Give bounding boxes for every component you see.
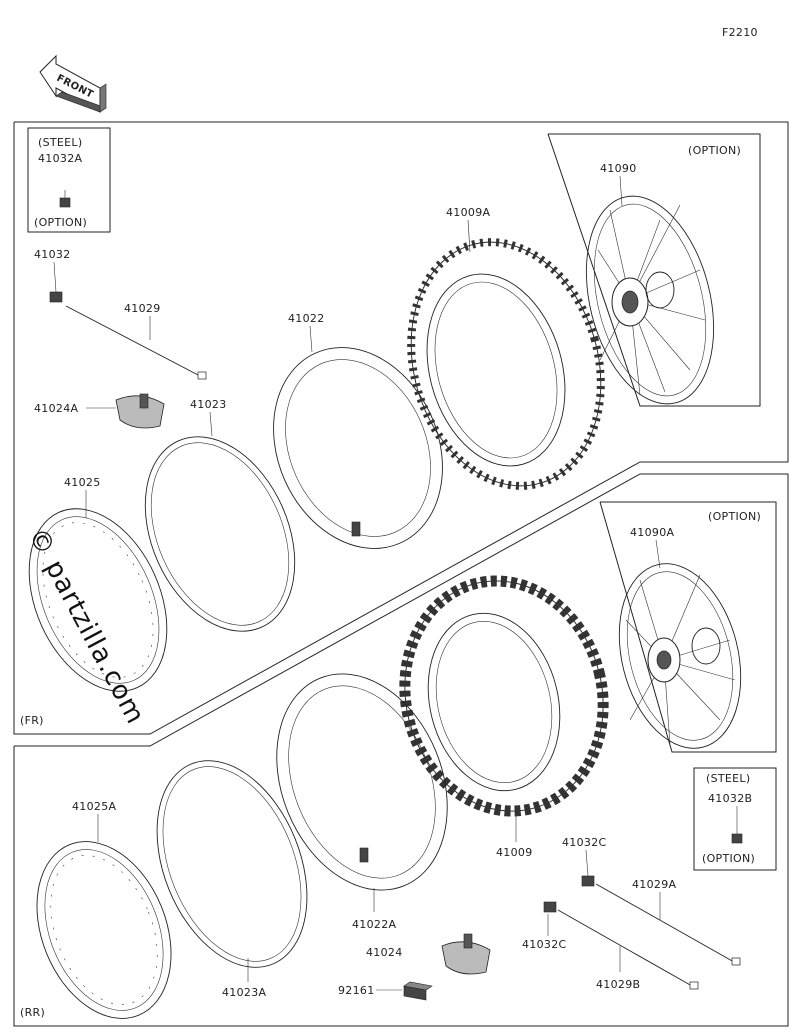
part-label-41025: 41025 [64, 476, 101, 489]
part-label-41024: 41024 [366, 946, 403, 959]
part-label-41029B: 41029B [596, 978, 640, 991]
front-arrow-icon: FRONT [39, 54, 107, 113]
part-label-41032C-bottom: 41032C [522, 938, 566, 951]
valve-cap-icon [731, 806, 743, 844]
part-label-41029: 41029 [124, 302, 161, 315]
front-section-frame [13, 121, 789, 735]
steel-box-title: (STEEL) [38, 136, 82, 149]
rear-steel-box-note: (OPTION) [702, 852, 755, 865]
part-label-41009: 41009 [496, 846, 533, 859]
valve-cap-icon [581, 875, 595, 887]
rear-section-label: (RR) [20, 1006, 45, 1019]
front-section-label: (FR) [20, 714, 44, 727]
part-label-41025A: 41025A [72, 800, 116, 813]
rear-rim-icon [36, 841, 172, 1019]
valve-cap-icon [543, 901, 557, 913]
rim-band-icon [144, 436, 296, 632]
rear-wheel-box-part: 41090A [630, 526, 674, 539]
rear-steel-box-part: 41032B [708, 792, 752, 805]
part-label-41032: 41032 [34, 248, 71, 261]
front-spoked-wheel-icon [585, 195, 715, 405]
wheel-option-box-front: (OPTION) 41090 [547, 133, 761, 407]
steel-valve-box-rear: (STEEL) 41032B (OPTION) [693, 767, 777, 871]
part-label-41023A: 41023A [222, 986, 266, 999]
part-label-41029A: 41029A [632, 878, 676, 891]
rear-steel-box-title: (STEEL) [706, 772, 750, 785]
spoke-rod-icon [557, 909, 699, 990]
spoke-rod-icon [65, 305, 207, 380]
front-knobby-tire-icon [407, 238, 605, 490]
rear-wheel-box-note: (OPTION) [708, 510, 761, 523]
part-label-41009A: 41009A [446, 206, 490, 219]
rear-spoked-wheel-icon [618, 563, 742, 749]
wheel-box-part: 41090 [600, 162, 637, 175]
part-label-41024A: 41024A [34, 402, 78, 415]
part-label-41022A: 41022A [352, 918, 396, 931]
front-rim-icon [28, 508, 168, 692]
rear-inner-tube-icon [276, 673, 448, 891]
spoke-rod-icon [595, 883, 741, 966]
part-label-41022: 41022 [288, 312, 325, 325]
steel-box-note: (OPTION) [34, 216, 87, 229]
weight-block-icon [403, 981, 433, 1001]
valve-cap-icon [59, 190, 71, 208]
part-label-92161: 92161 [338, 984, 375, 997]
rear-knobby-tire-icon [399, 575, 609, 817]
wheel-box-note: (OPTION) [688, 144, 741, 157]
part-label-41023: 41023 [190, 398, 227, 411]
rear-rim-lock-icon [441, 933, 491, 975]
rim-lock-icon [115, 393, 165, 429]
watermark: © partzilla.com [22, 523, 151, 729]
steel-valve-box-front: (STEEL) 41032A (OPTION) [27, 127, 111, 233]
steel-box-part: 41032A [38, 152, 82, 165]
rear-rim-band-icon [156, 760, 308, 968]
part-label-41032C-top: 41032C [562, 836, 606, 849]
inner-tube-icon [273, 347, 443, 549]
wheel-option-box-rear: (OPTION) 41090A [599, 501, 777, 753]
rear-section-frame [13, 473, 789, 1027]
figure-code: F2210 [722, 26, 758, 39]
valve-cap-icon [49, 291, 63, 303]
